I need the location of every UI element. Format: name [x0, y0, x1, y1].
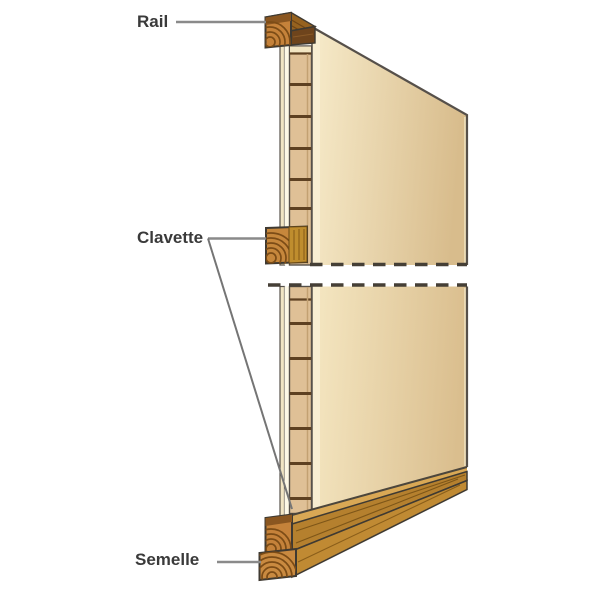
lower-panel-face [312, 286, 467, 510]
label-semelle: Semelle [135, 550, 200, 569]
lower-light-gap-strip [284, 286, 290, 516]
bottom-rail-end-grain [265, 514, 292, 555]
bottom-rail-grain-line [295, 474, 466, 532]
top-rail-end-grain [265, 13, 291, 48]
upper-panel-face [312, 27, 467, 265]
bottom-rail-top-face [292, 467, 467, 524]
upper-light-gap-strip [284, 46, 290, 265]
semelle-end [258, 547, 297, 582]
leader-lines [176, 20, 293, 564]
upper-panel-edge-highlight [312, 27, 320, 265]
label-rail: Rail [137, 12, 169, 31]
clavette-block [265, 225, 308, 265]
leader-line-clavette-bottom [207, 238, 293, 510]
bottom-beams [258, 466, 468, 582]
semelle-grain-line [297, 484, 461, 563]
upper-panel-outline [311, 26, 469, 265]
clavette-end-grain [266, 232, 289, 264]
lower-ladder-rungs [289, 322, 312, 500]
bottom-rail-grain-line [295, 478, 459, 544]
upper-panel-section [264, 11, 469, 267]
upper-ladder-cap [290, 46, 311, 54]
top-rail-beam [264, 11, 317, 49]
lower-panel-section [258, 283, 469, 582]
lower-edge-stud-ladder [279, 285, 313, 519]
top-rail-side-grain [292, 33, 314, 38]
upper-ladder-rungs [289, 83, 312, 210]
bottom-rail-top-edge [291, 466, 468, 516]
label-clavette: Clavette [137, 228, 204, 247]
lower-panel-edge-highlight [312, 286, 320, 510]
